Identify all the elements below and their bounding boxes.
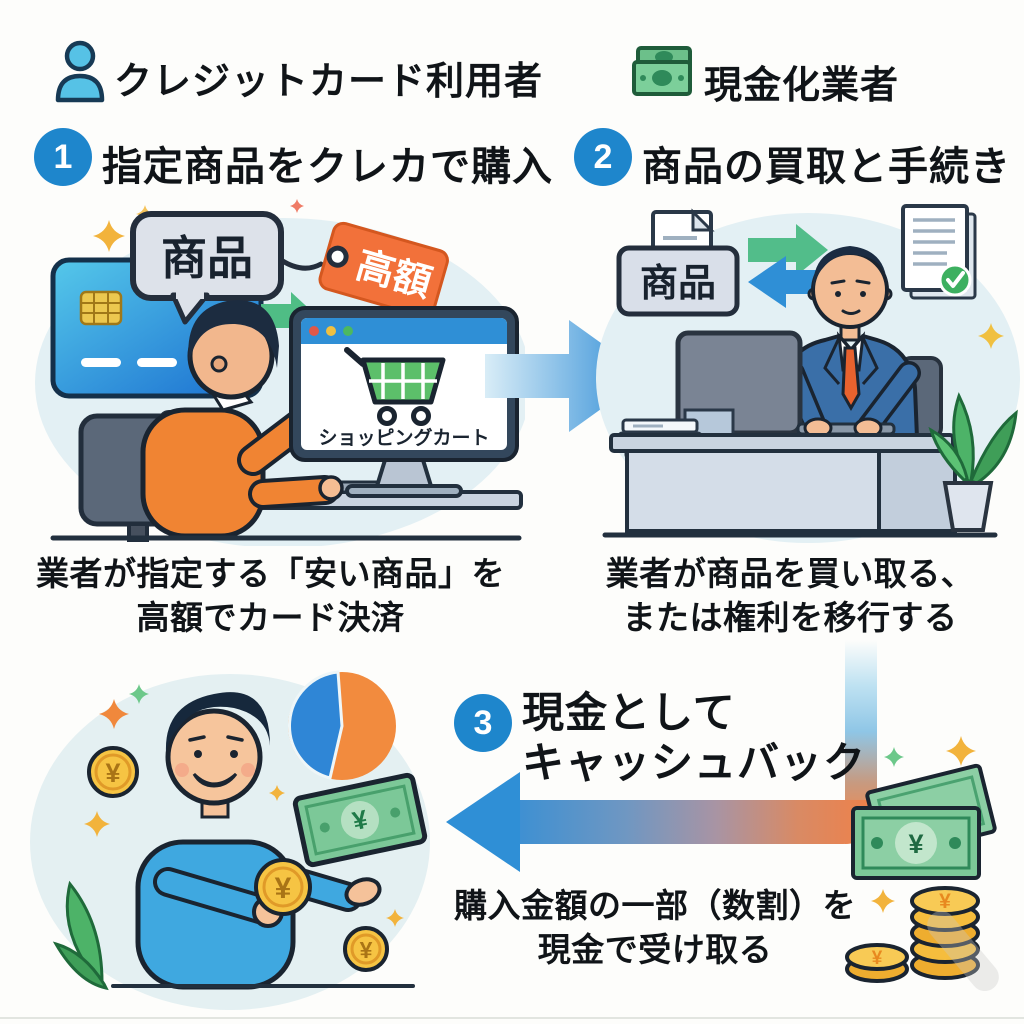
step2-number-badge: 2: [574, 128, 632, 186]
step3-caption: 購入金額の一部（数割）を 現金で受け取る: [445, 884, 865, 971]
step2-caption: 業者が商品を買い取る、 または権利を移行する: [560, 552, 1020, 639]
caption-line: 現金で受け取る: [537, 930, 773, 968]
bottom-edge-line: [0, 1017, 1024, 1019]
step1-title: 指定商品をクレカで購入: [102, 145, 553, 189]
yen-symbol: ¥: [908, 829, 923, 859]
step1-caption: 業者が指定する「安い商品」を 高額でカード決済: [18, 552, 523, 639]
banknote-front-icon: ¥: [851, 806, 981, 880]
sparkle-icon: [290, 199, 304, 213]
green-arrow-icon: [748, 224, 828, 276]
desk: [609, 433, 957, 533]
coin-icon: ¥: [254, 858, 312, 916]
return-arrow-horizontal: [518, 800, 877, 844]
banknote-icon: [632, 46, 692, 96]
potted-plant: [928, 392, 1018, 532]
box-label: 商品: [640, 263, 716, 305]
contract-documents-icon: [901, 204, 977, 300]
yen-symbol: ¥: [105, 758, 120, 788]
coin-stack-large: ¥: [910, 886, 980, 980]
yen-symbol: ¥: [872, 948, 883, 969]
pie-chart-icon: [288, 670, 396, 780]
caption-line: 購入金額の一部（数割）を: [454, 887, 856, 924]
leaves: [52, 880, 109, 991]
banknote-flying-icon: ¥: [292, 772, 428, 868]
illustration-step3: ¥ ¥: [30, 670, 430, 1010]
step3-number-badge: 3: [454, 694, 512, 752]
sparkle-icon: [93, 220, 125, 252]
illustration-step1: 商品 高額: [35, 199, 525, 546]
coin-icon: ¥: [343, 926, 389, 972]
return-arrow-head: [446, 772, 520, 872]
dealer-person: [779, 246, 921, 440]
sparkle-icon: [871, 889, 895, 913]
legend-vendor-label: 現金化業者: [704, 65, 900, 107]
bubble-label: 商品: [161, 232, 253, 284]
money-cluster: ¥ ¥ ¥: [845, 736, 999, 992]
screen-label: ショッピングカート: [318, 426, 489, 449]
product-speech-bubble: 商品: [130, 211, 284, 325]
yen-symbol: ¥: [350, 804, 371, 836]
caption-line: 業者が商品を買い取る、: [605, 555, 975, 592]
yen-symbol: ¥: [360, 937, 373, 963]
product-label-box: 商品: [616, 245, 740, 317]
monitor-shopping: ショッピングカート: [289, 306, 519, 498]
caption-line: または権利を移行する: [622, 598, 958, 636]
caption-line: 高額でカード決済: [136, 598, 405, 636]
sparkle-icon: [884, 747, 904, 767]
legend-user-label: クレジットカード利用者: [114, 61, 544, 103]
shopping-cart-icon: [344, 347, 446, 426]
watermark-band: [927, 910, 999, 992]
step3-title: 現金として キャッシュバック: [522, 688, 866, 789]
tag-string: [278, 257, 324, 271]
yen-symbol: ¥: [275, 872, 292, 905]
yen-symbol: ¥: [939, 890, 951, 913]
person-icon: [55, 40, 105, 103]
blue-arrow-icon: [748, 256, 828, 308]
step3-title-line1: 現金として: [522, 689, 736, 736]
caption-line: 業者が指定する「安い商品」を: [36, 555, 505, 592]
step1-number-badge: 1: [34, 128, 92, 186]
coin-icon: ¥: [87, 746, 139, 798]
step3-title-line2: キャッシュバック: [522, 739, 867, 787]
price-tag: 高額: [318, 221, 449, 319]
illustration-step2: 商品: [596, 204, 1020, 543]
coin-stack-small: ¥: [845, 943, 909, 983]
step2-title: 商品の買取と手続き: [642, 145, 1011, 189]
sparkle-icon: [946, 736, 976, 766]
